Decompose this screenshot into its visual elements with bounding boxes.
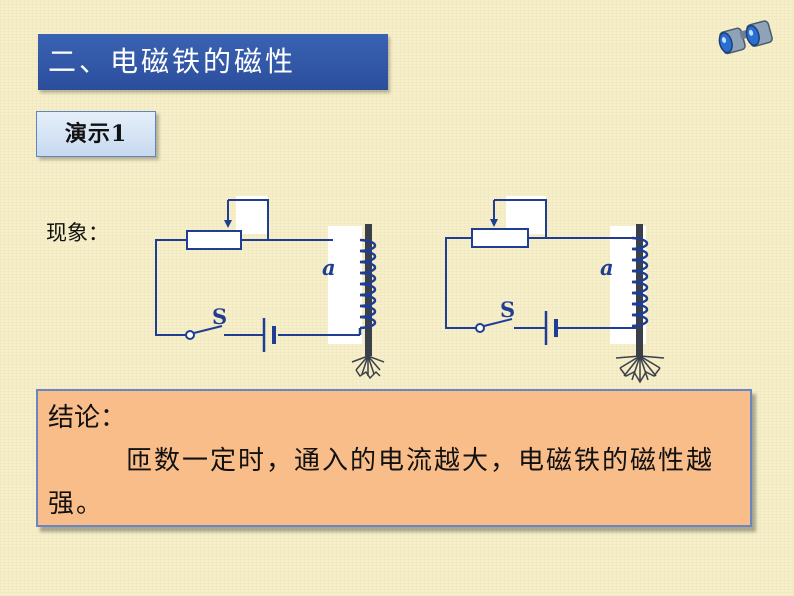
conclusion-label: 结论： xyxy=(48,403,127,433)
circuit-2-slider-arrow xyxy=(490,219,498,227)
circuit-2-core-label: a xyxy=(600,255,614,280)
circuit-1-rheostat xyxy=(186,230,242,250)
slide-title: 二、电磁铁的磁性 xyxy=(38,34,388,90)
circuit-diagram-1: a S xyxy=(150,190,400,390)
circuit-1-slider-wire xyxy=(228,199,269,240)
circuit-2-switch-lever xyxy=(483,318,513,327)
circuit-1-coil xyxy=(358,238,377,335)
circuit-2-switch-label: S xyxy=(500,297,515,322)
circuit-1-slider-arrow xyxy=(224,220,232,228)
binoculars-icon xyxy=(718,20,773,55)
phenomenon-label: 现象： xyxy=(46,221,109,245)
circuit-1-wire-left xyxy=(155,239,188,336)
circuit-1-switch-lever xyxy=(193,325,223,334)
circuit-1-switch-label: S xyxy=(212,304,227,329)
circuit-2-wire-left xyxy=(445,237,478,329)
circuit-1-drawing: a S xyxy=(155,196,385,380)
circuit-2-switch-pivot xyxy=(475,323,485,333)
circuit-2-drawing: a S xyxy=(445,196,665,384)
conclusion-box: 结论： 匝数一定时，通入的电流越大，电磁铁的磁性越强。 xyxy=(36,389,752,527)
circuit-1-iron-core xyxy=(365,224,372,356)
circuit-2-iron-core xyxy=(636,224,643,356)
circuit-diagram-2: a S xyxy=(440,190,690,390)
circuit-1-core-label: a xyxy=(322,255,336,280)
demo-label: 演示1 xyxy=(36,111,156,157)
circuit-2-iron-filings xyxy=(615,355,665,384)
circuit-1-iron-filings xyxy=(351,355,385,380)
circuit-1-switch-pivot xyxy=(185,330,195,340)
circuit-2-slider-wire xyxy=(494,199,547,238)
circuit-2-coil xyxy=(631,236,649,328)
circuit-2-rheostat xyxy=(471,228,529,248)
conclusion-text: 匝数一定时，通入的电流越大，电磁铁的磁性越强。 xyxy=(48,446,715,519)
